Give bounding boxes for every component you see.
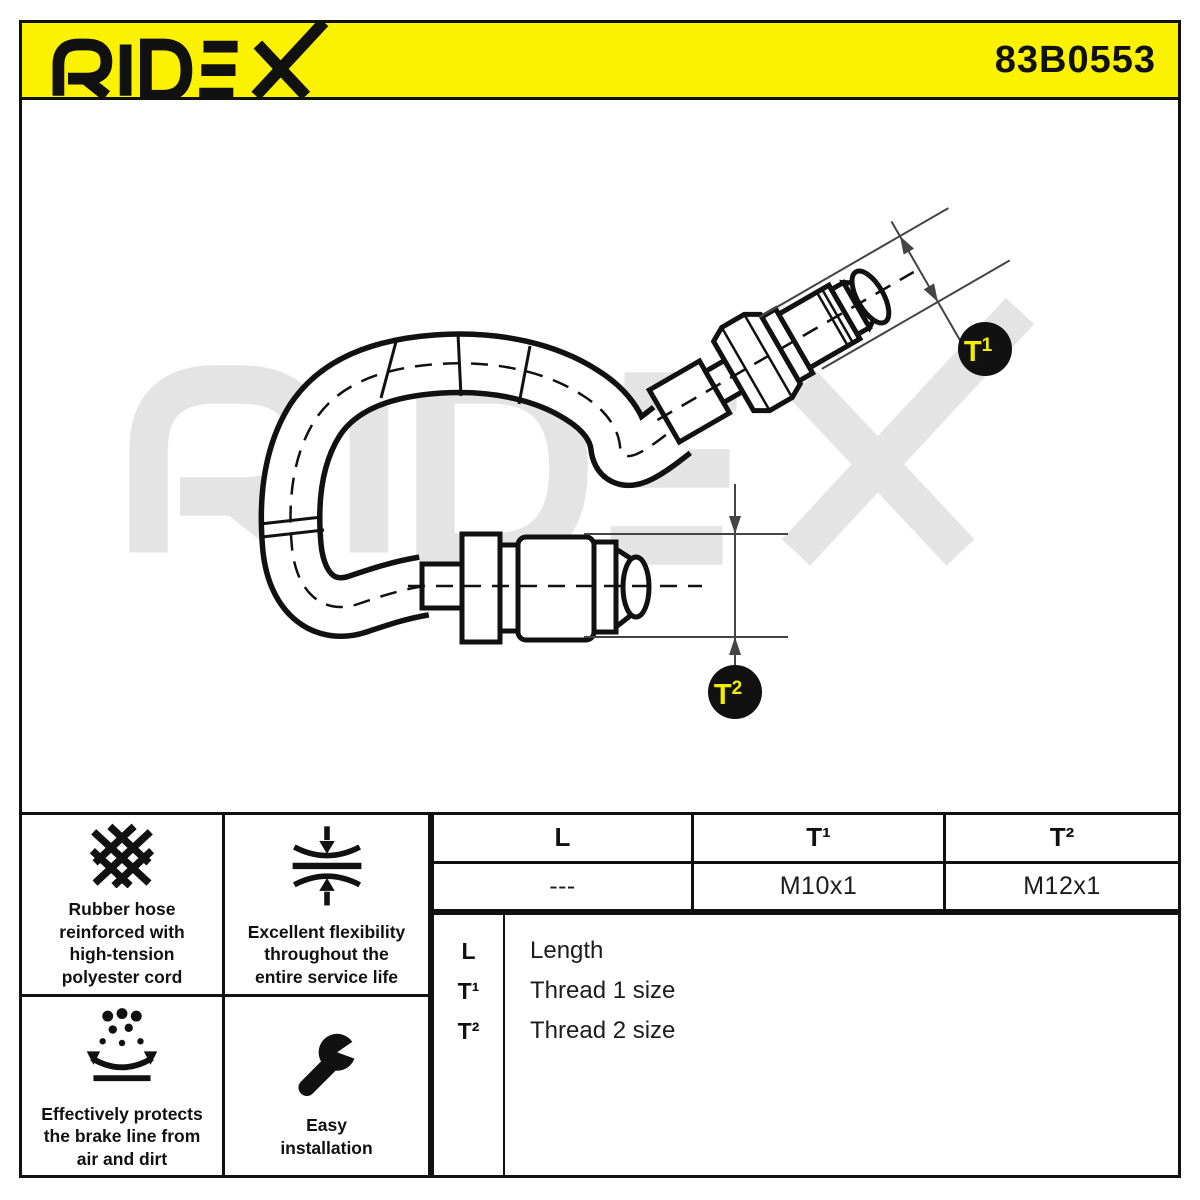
- legend-key: L: [461, 937, 476, 964]
- spec-table: L T¹ T² --- M10x1 M12x1: [431, 812, 1181, 912]
- weave-icon: [89, 823, 155, 889]
- feature-cell-reinforced: Rubber hose reinforced with high-tension…: [22, 815, 225, 997]
- feature-cell-protection: Effectively protects the brake line from…: [22, 997, 225, 1177]
- compress-icon: [292, 826, 361, 906]
- legend-key: T¹: [457, 977, 480, 1004]
- legend-key: T²: [457, 1017, 480, 1044]
- feature-caption: Rubber hose reinforced with high-tension…: [59, 899, 185, 987]
- legend-row-t1: T¹ Thread 1 size: [434, 971, 1178, 1011]
- legend-box: L Length T¹ Thread 1 size T² Thread 2 si…: [431, 912, 1181, 1178]
- spec-value-l: ---: [434, 863, 694, 912]
- splash-protection-icon: [86, 1008, 158, 1082]
- part-number: 83B0553: [994, 38, 1156, 81]
- features-grid: Rubber hose reinforced with high-tension…: [19, 812, 431, 1178]
- spec-header-t1: T¹: [694, 815, 946, 864]
- legend-row-t2: T² Thread 2 size: [434, 1011, 1178, 1051]
- header-bar: 83B0553: [19, 20, 1181, 100]
- spec-header-l: L: [434, 815, 694, 864]
- legend-desc: Length: [530, 937, 604, 964]
- feature-caption: Easy installation: [280, 1115, 373, 1158]
- feature-cell-flexibility: Excellent flexibility throughout the ent…: [225, 815, 428, 997]
- feature-caption: Effectively protects the brake line from…: [41, 1104, 203, 1169]
- wrench-icon: [297, 1027, 369, 1097]
- spec-value-t2: M12x1: [946, 863, 1181, 912]
- spec-value-t1: M10x1: [694, 863, 946, 912]
- ridex-logo: [46, 20, 346, 100]
- legend-divider: [503, 915, 505, 1175]
- legend-row-l: L Length: [434, 931, 1178, 971]
- feature-cell-installation: Easy installation: [225, 997, 428, 1176]
- legend-desc: Thread 2 size: [530, 1017, 676, 1044]
- spec-header-t2: T²: [946, 815, 1181, 864]
- feature-caption: Excellent flexibility throughout the ent…: [247, 921, 406, 987]
- legend-desc: Thread 1 size: [530, 977, 676, 1004]
